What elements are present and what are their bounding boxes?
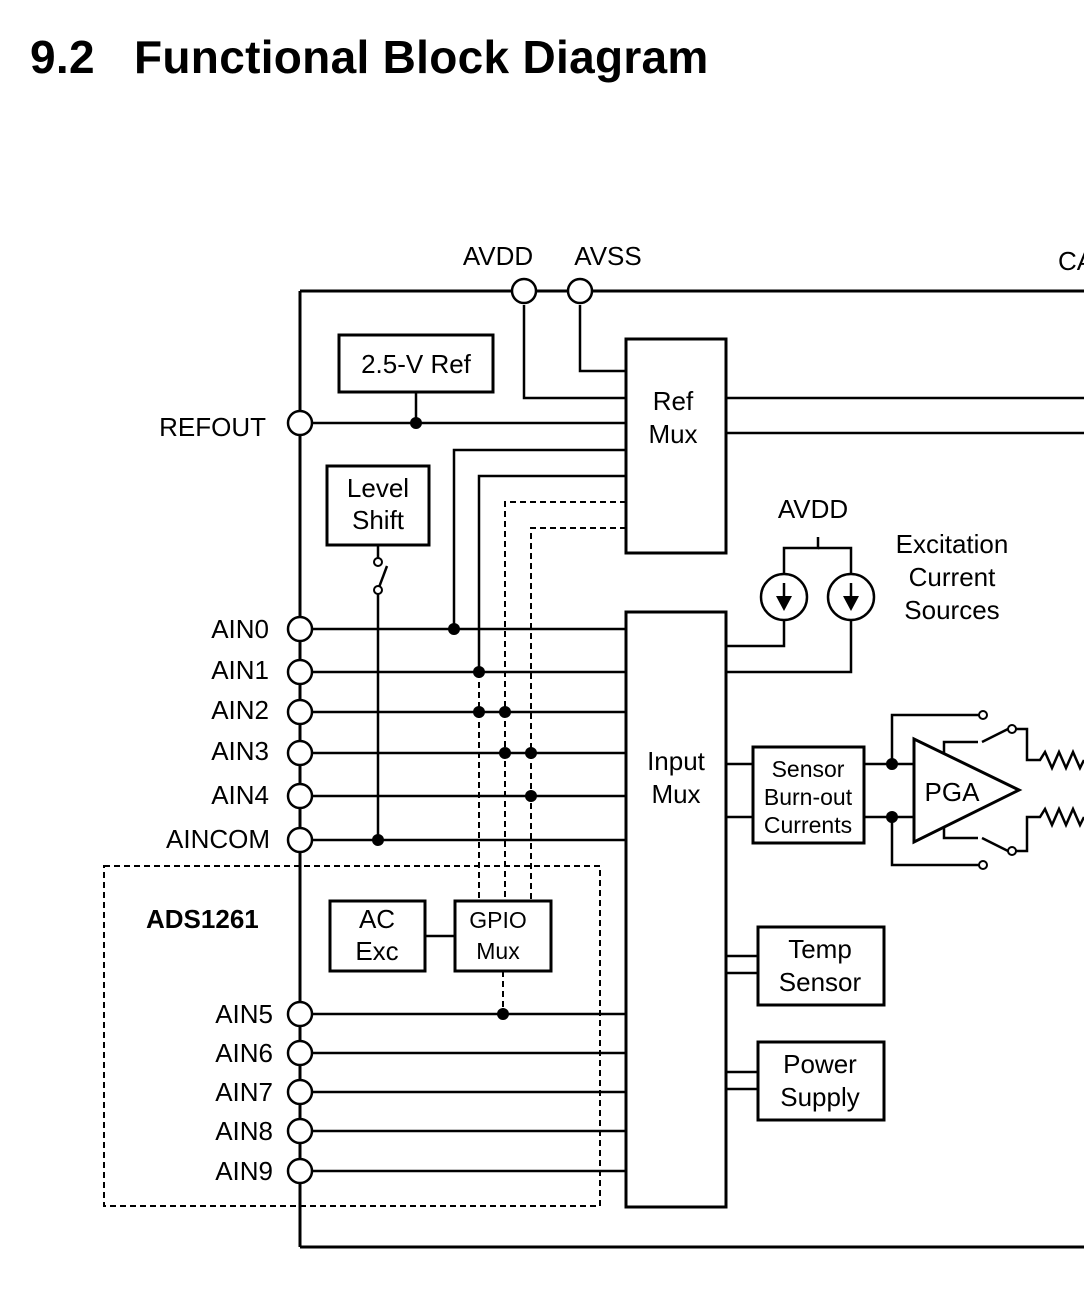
avdd-pin-label: AVDD <box>463 241 533 271</box>
temp-sensor-label-line1: Temp <box>788 934 852 964</box>
ref-mux-label-line1: Ref <box>653 386 694 416</box>
pin-label-ain6: AIN6 <box>215 1038 273 1068</box>
level-shift-block <box>325 464 431 547</box>
input-mux-label-line1: Input <box>647 746 706 776</box>
level-shift-label-line1: Level <box>347 473 409 503</box>
ac-exc-block <box>328 899 427 973</box>
ads1261-label: ADS1261 <box>146 904 259 934</box>
excitation-label-line1: Excitation <box>896 529 1009 559</box>
pga-amplifier <box>912 736 1023 845</box>
pin-label-ain5: AIN5 <box>215 999 273 1029</box>
supply-wires <box>522 305 1084 435</box>
gpio-mux-label-line2: Mux <box>476 938 520 964</box>
pga-wiring <box>726 710 1084 870</box>
gpio-mux-block <box>453 899 553 973</box>
power-supply-label-line1: Power <box>783 1049 857 1079</box>
pin-label-ain0: AIN0 <box>211 614 269 644</box>
pin-label-refout: REFOUT <box>159 412 266 442</box>
pin-label-ain4: AIN4 <box>211 780 269 810</box>
pin-label-aincom: AINCOM <box>166 824 270 854</box>
sensor-burnout-label-line3: Currents <box>764 812 852 838</box>
pin-label-ain2: AIN2 <box>211 695 269 725</box>
excitation-label-line2: Current <box>909 562 996 592</box>
ref-mux-input-wires <box>452 448 626 672</box>
ref-mux-label-line2: Mux <box>648 419 697 449</box>
pga-label: PGA <box>925 777 981 807</box>
avss-pin-label: AVSS <box>574 241 641 271</box>
ref-2v5-block <box>337 333 495 394</box>
pin-label-ain3: AIN3 <box>211 736 269 766</box>
ac-exc-label-line2: Exc <box>355 936 398 966</box>
ads1261-region <box>103 865 601 1207</box>
section-number: 9.2 <box>30 31 95 83</box>
sensor-burnout-label-line1: Sensor <box>772 756 845 782</box>
ac-exc-label-line1: AC <box>359 904 395 934</box>
pin-label-ain7: AIN7 <box>215 1077 273 1107</box>
pin-label-ain1: AIN1 <box>211 655 269 685</box>
temp-sensor-block <box>756 925 886 1007</box>
sensor-burnout-block <box>751 745 866 845</box>
power-supply-label-line2: Supply <box>780 1082 860 1112</box>
sensor-burnout-label-line2: Burn-out <box>764 784 853 810</box>
ref-2v5-label: 2.5-V Ref <box>361 349 472 379</box>
power-supply-block <box>756 1040 886 1122</box>
section-title: Functional Block Diagram <box>134 31 709 83</box>
excitation-current-sources <box>726 537 876 674</box>
junction-dots <box>372 417 537 1020</box>
pin-label-ain9: AIN9 <box>215 1156 273 1186</box>
pin-circles <box>286 277 594 1185</box>
gpio-mux-label-line1: GPIO <box>469 907 527 933</box>
cut-off-pin-label: CA <box>1058 246 1084 276</box>
gpio-dashed-wires <box>478 501 626 1014</box>
refout-wiring <box>312 392 626 425</box>
temp-sensor-label-line2: Sensor <box>779 967 862 997</box>
level-shift-label-line2: Shift <box>352 505 405 535</box>
excitation-label-line3: Sources <box>904 595 999 625</box>
input-mux-label-line2: Mux <box>651 779 700 809</box>
ref-mux-block <box>624 337 728 555</box>
monitor-wires <box>726 954 758 1091</box>
section-heading: 9.2 Functional Block Diagram <box>30 30 709 84</box>
level-shift-switch <box>373 545 389 840</box>
input-mux-block <box>624 610 728 1209</box>
pin-label-ain8: AIN8 <box>215 1116 273 1146</box>
analog-input-wires <box>312 627 626 1173</box>
junction-dots-pga <box>886 758 898 823</box>
excitation-avdd-label: AVDD <box>778 494 848 524</box>
